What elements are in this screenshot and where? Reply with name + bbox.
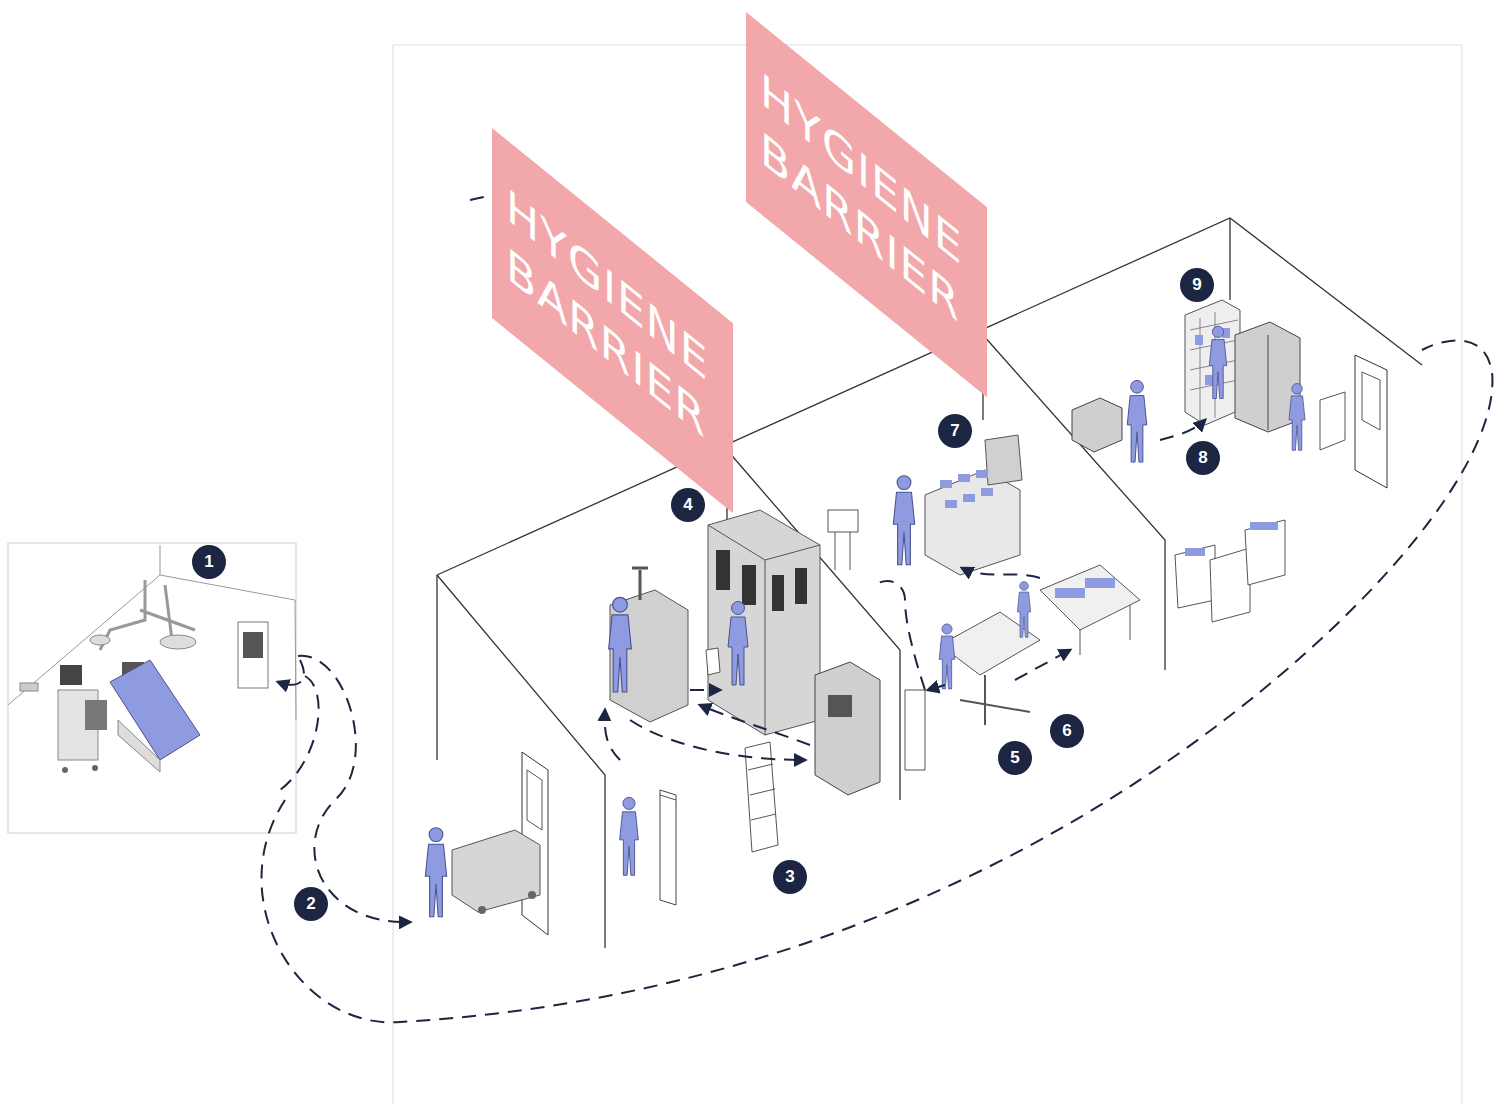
callout-number: 8 xyxy=(1186,441,1220,475)
hygiene-barrier-panel: HYGIENE BARRIER xyxy=(746,12,987,397)
panel-text: HYGIENE BARRIER xyxy=(760,57,977,352)
flow-path xyxy=(261,196,1492,1022)
callout-number: 1 xyxy=(192,545,226,579)
panel-text: HYGIENE BARRIER xyxy=(506,173,723,468)
callout-number: 3 xyxy=(773,860,807,894)
operating-room xyxy=(8,543,296,833)
hygiene-barrier-panel: HYGIENE BARRIER xyxy=(492,128,733,513)
callout-number: 9 xyxy=(1180,268,1214,302)
callout-number: 6 xyxy=(1050,714,1084,748)
callout-number: 4 xyxy=(671,488,705,522)
callout-number: 7 xyxy=(938,414,972,448)
callout-number: 2 xyxy=(294,887,328,921)
callout-number: 5 xyxy=(998,741,1032,775)
